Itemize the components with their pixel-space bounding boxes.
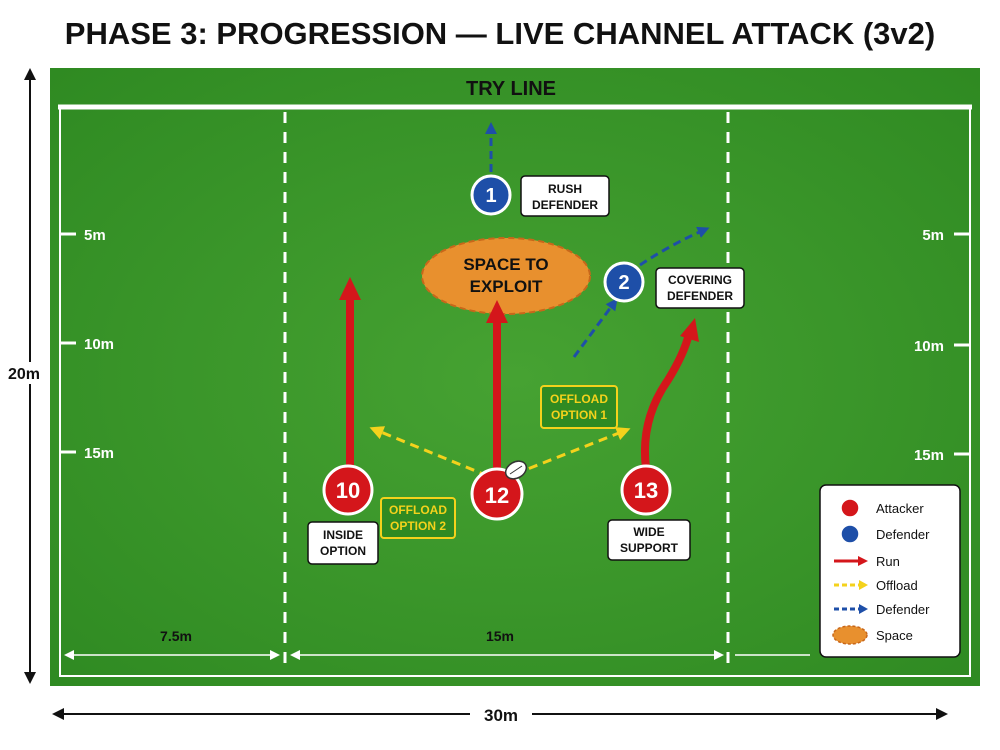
attacker-10-label-line1: INSIDE — [323, 528, 363, 542]
height-label: 20m — [8, 366, 40, 383]
legend-attacker: Attacker — [840, 498, 924, 518]
offload-pass-wide — [514, 427, 631, 476]
offload-1-line2: OPTION 1 — [551, 408, 607, 422]
defender-1-label-line1: RUSH — [548, 182, 582, 196]
offload-1-line1: OFFLOAD — [550, 392, 608, 406]
offload-2-line2: OPTION 2 — [390, 519, 446, 533]
defender-1-label: RUSH DEFENDER — [520, 175, 610, 217]
marker-10m-left: 10m — [84, 336, 114, 353]
space-zone: SPACE TO EXPLOIT — [421, 237, 591, 315]
defender-1-number: 1 — [485, 185, 496, 207]
legend-space: Space — [832, 625, 913, 645]
marker-10m-right: 10m — [914, 338, 944, 355]
middle-channel-label: 15m — [486, 628, 514, 644]
attacker-13-number: 13 — [634, 478, 658, 503]
defender-2: 2 — [603, 261, 645, 303]
defender-1-label-line2: DEFENDER — [532, 198, 598, 212]
attacker-10: 10 — [322, 464, 374, 516]
defender-1: 1 — [470, 174, 512, 216]
offload-2-line1: OFFLOAD — [389, 503, 447, 517]
defender-2-label-line2: DEFENDER — [667, 289, 733, 303]
marker-5m-left: 5m — [84, 227, 106, 244]
legend-defender-run: Defender — [834, 602, 930, 617]
distance-markers-left: 5m 10m 15m — [60, 227, 114, 462]
attacker-13-run-line — [640, 332, 693, 469]
space-label-line2: EXPLOIT — [470, 277, 543, 296]
legend-run-label: Run — [876, 554, 900, 569]
left-channel-label: 7.5m — [160, 628, 192, 644]
defender-2-label-line1: COVERING — [668, 273, 732, 287]
space-label-line1: SPACE TO — [463, 255, 548, 274]
marker-15m-right: 15m — [914, 447, 944, 464]
width-label-bg — [470, 703, 532, 727]
attacker-10-run-arrowhead — [339, 277, 361, 300]
height-label-bg — [4, 362, 46, 384]
legend-space-label: Space — [876, 628, 913, 643]
legend-attacker-label: Attacker — [876, 501, 924, 516]
distance-markers-right: 5m 10m 15m — [914, 227, 970, 464]
attacker-10-label: INSIDE OPTION — [307, 521, 379, 565]
defender-2-label: COVERING DEFENDER — [655, 267, 745, 309]
marker-5m-right: 5m — [922, 227, 944, 244]
offload-option-1-label: OFFLOAD OPTION 1 — [540, 385, 618, 429]
legend: Attacker Defender Run Offload Defender S… — [819, 484, 961, 658]
legend-offload: Offload — [834, 578, 918, 593]
attacker-13: 13 — [620, 464, 672, 516]
attacker-12-number: 12 — [485, 483, 509, 508]
width-label: 30m — [484, 706, 518, 725]
diagram-title: PHASE 3: PROGRESSION — LIVE CHANNEL ATTA… — [65, 16, 935, 51]
legend-offload-label: Offload — [876, 578, 918, 593]
attacker-12-run-arrowhead — [486, 300, 508, 323]
attacker-10-label-line2: OPTION — [320, 544, 366, 558]
rugby-ball-icon — [504, 460, 528, 480]
try-line-label: TRY LINE — [466, 78, 556, 100]
defender-2-run — [639, 226, 710, 267]
attacker-13-label: WIDE SUPPORT — [607, 519, 691, 561]
offload-option-2-label: OFFLOAD OPTION 2 — [380, 497, 456, 539]
attacker-10-number: 10 — [336, 478, 360, 503]
offload-pass-inside — [369, 426, 489, 478]
marker-15m-left: 15m — [84, 445, 114, 462]
attacker-13-label-line2: SUPPORT — [620, 541, 679, 555]
legend-defender-run-label: Defender — [876, 602, 930, 617]
legend-defender: Defender — [840, 524, 930, 544]
attacker-13-run-arrowhead — [680, 318, 699, 342]
attacker-12: 12 — [470, 467, 524, 521]
defender-2-number: 2 — [618, 272, 629, 294]
attacker-13-label-line1: WIDE — [633, 525, 664, 539]
legend-run: Run — [834, 554, 900, 569]
defender-2-approach — [572, 298, 618, 358]
field-boundary — [59, 107, 971, 677]
legend-defender-label: Defender — [876, 527, 930, 542]
